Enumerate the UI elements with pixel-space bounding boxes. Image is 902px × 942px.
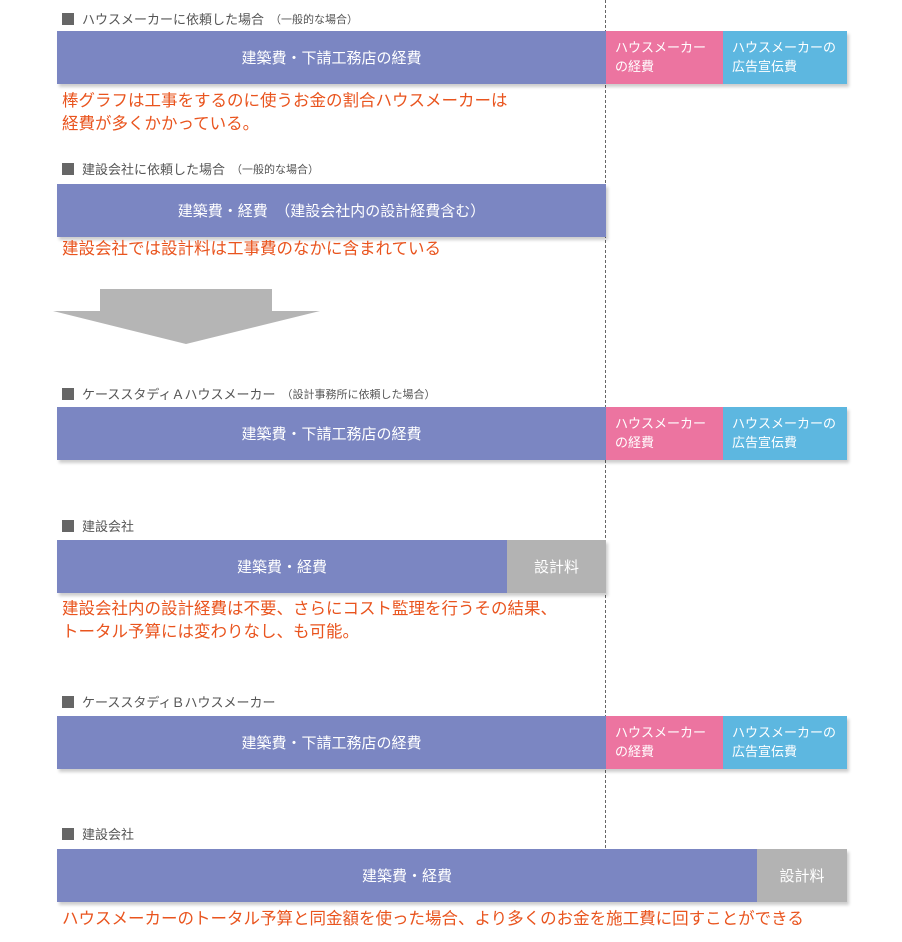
cost-bar-case-a-company: 建築費・経費 設計料 [57,540,606,593]
segment-construction: 建築費・下請工務店の経費 [57,31,606,84]
cost-bar-house-maker: 建築費・下請工務店の経費 ハウスメーカー の経費 ハウスメーカーの 広告宣伝費 [57,31,847,84]
note: 建設会社内の設計経費は不要、さらにコスト監理を行うその結果、 トータル予算には変… [62,599,557,641]
section-heading: 建設会社に依頼した場合 （一般的な場合） [62,159,319,178]
heading-title: ハウスメーカーに依頼した場合 [82,13,265,28]
section-heading: ケーススタディＢハウスメーカー [62,692,275,711]
cost-bar-case-b-maker: 建築費・下請工務店の経費 ハウスメーカー の経費 ハウスメーカーの 広告宣伝費 [57,716,847,769]
heading-title: ケーススタディＡハウスメーカー [82,388,276,403]
heading-subtitle: （一般的な場合） [270,12,359,26]
heading-subtitle: （設計事務所に依頼した場合） [281,387,436,401]
note: ハウスメーカーのトータル予算と同金額を使った場合、より多くのお金を施工費に回すこ… [62,909,804,928]
square-bullet-icon [62,695,74,708]
segment-design-fee: 設計料 [757,849,847,902]
segment-construction: 建築費・下請工務店の経費 [57,716,606,769]
segment-design-fee: 設計料 [507,540,606,593]
segment-maker-overhead: ハウスメーカー の経費 [606,407,723,460]
down-arrow-icon [53,289,320,344]
cost-bar-construction-company: 建築費・経費 （建設会社内の設計経費含む） [57,184,606,237]
square-bullet-icon [62,827,74,840]
segment-construction: 建築費・経費 （建設会社内の設計経費含む） [57,184,606,237]
cost-bar-case-a-maker: 建築費・下請工務店の経費 ハウスメーカー の経費 ハウスメーカーの 広告宣伝費 [57,407,847,460]
section-heading: 建設会社 [62,824,134,843]
section-heading: ケーススタディＡハウスメーカー （設計事務所に依頼した場合） [62,384,435,403]
note: 建設会社では設計料は工事費のなかに含まれている [62,239,442,258]
segment-maker-overhead: ハウスメーカー の経費 [606,716,723,769]
square-bullet-icon [62,162,74,175]
square-bullet-icon [62,12,74,25]
heading-title: 建設会社 [82,828,135,843]
segment-construction: 建築費・経費 [57,849,757,902]
heading-title: 建設会社に依頼した場合 [82,163,226,178]
segment-maker-ads: ハウスメーカーの 広告宣伝費 [723,31,847,84]
segment-maker-ads: ハウスメーカーの 広告宣伝費 [723,716,847,769]
section-heading: 建設会社 [62,516,134,535]
square-bullet-icon [62,387,74,400]
heading-title: 建設会社 [82,520,135,535]
square-bullet-icon [62,519,74,532]
note: 棒グラフは工事をするのに使うお金の割合ハウスメーカーは 経費が多くかかっている。 [62,91,508,133]
segment-construction: 建築費・経費 [57,540,507,593]
cost-bar-case-b-company: 建築費・経費 設計料 [57,849,847,902]
section-heading: ハウスメーカーに依頼した場合 （一般的な場合） [62,9,358,28]
heading-subtitle: （一般的な場合） [231,162,320,176]
segment-maker-overhead: ハウスメーカー の経費 [606,31,723,84]
heading-title: ケーススタディＢハウスメーカー [82,696,276,711]
segment-construction: 建築費・下請工務店の経費 [57,407,606,460]
segment-maker-ads: ハウスメーカーの 広告宣伝費 [723,407,847,460]
